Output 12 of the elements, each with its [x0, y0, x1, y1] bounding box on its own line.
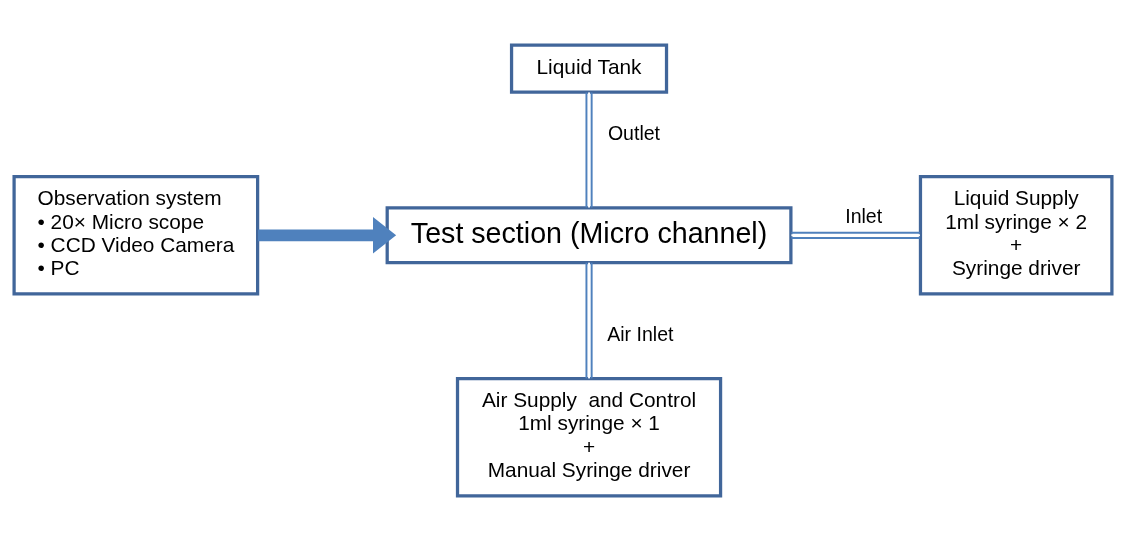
- edge-label: Inlet: [845, 204, 883, 227]
- edge-label: Outlet: [607, 121, 661, 144]
- node-box: Test section (Micro channel): [385, 206, 793, 265]
- node-box: Liquid Tank: [509, 43, 669, 94]
- connector: [790, 231, 921, 239]
- edge-label: Air Inlet: [607, 323, 674, 346]
- node-box: Liquid Supply 1ml syringe × 2 + Syringe driver: [918, 175, 1114, 296]
- node-box: Observation system • 20× Micro scope • CCD Video Camera • PC: [12, 175, 260, 296]
- connector: [585, 91, 593, 209]
- connector: [585, 261, 593, 380]
- arrow: [258, 217, 397, 254]
- node-box: Air Supply and Control 1ml syringe × 1 + Manual Syringe driver: [455, 376, 723, 498]
